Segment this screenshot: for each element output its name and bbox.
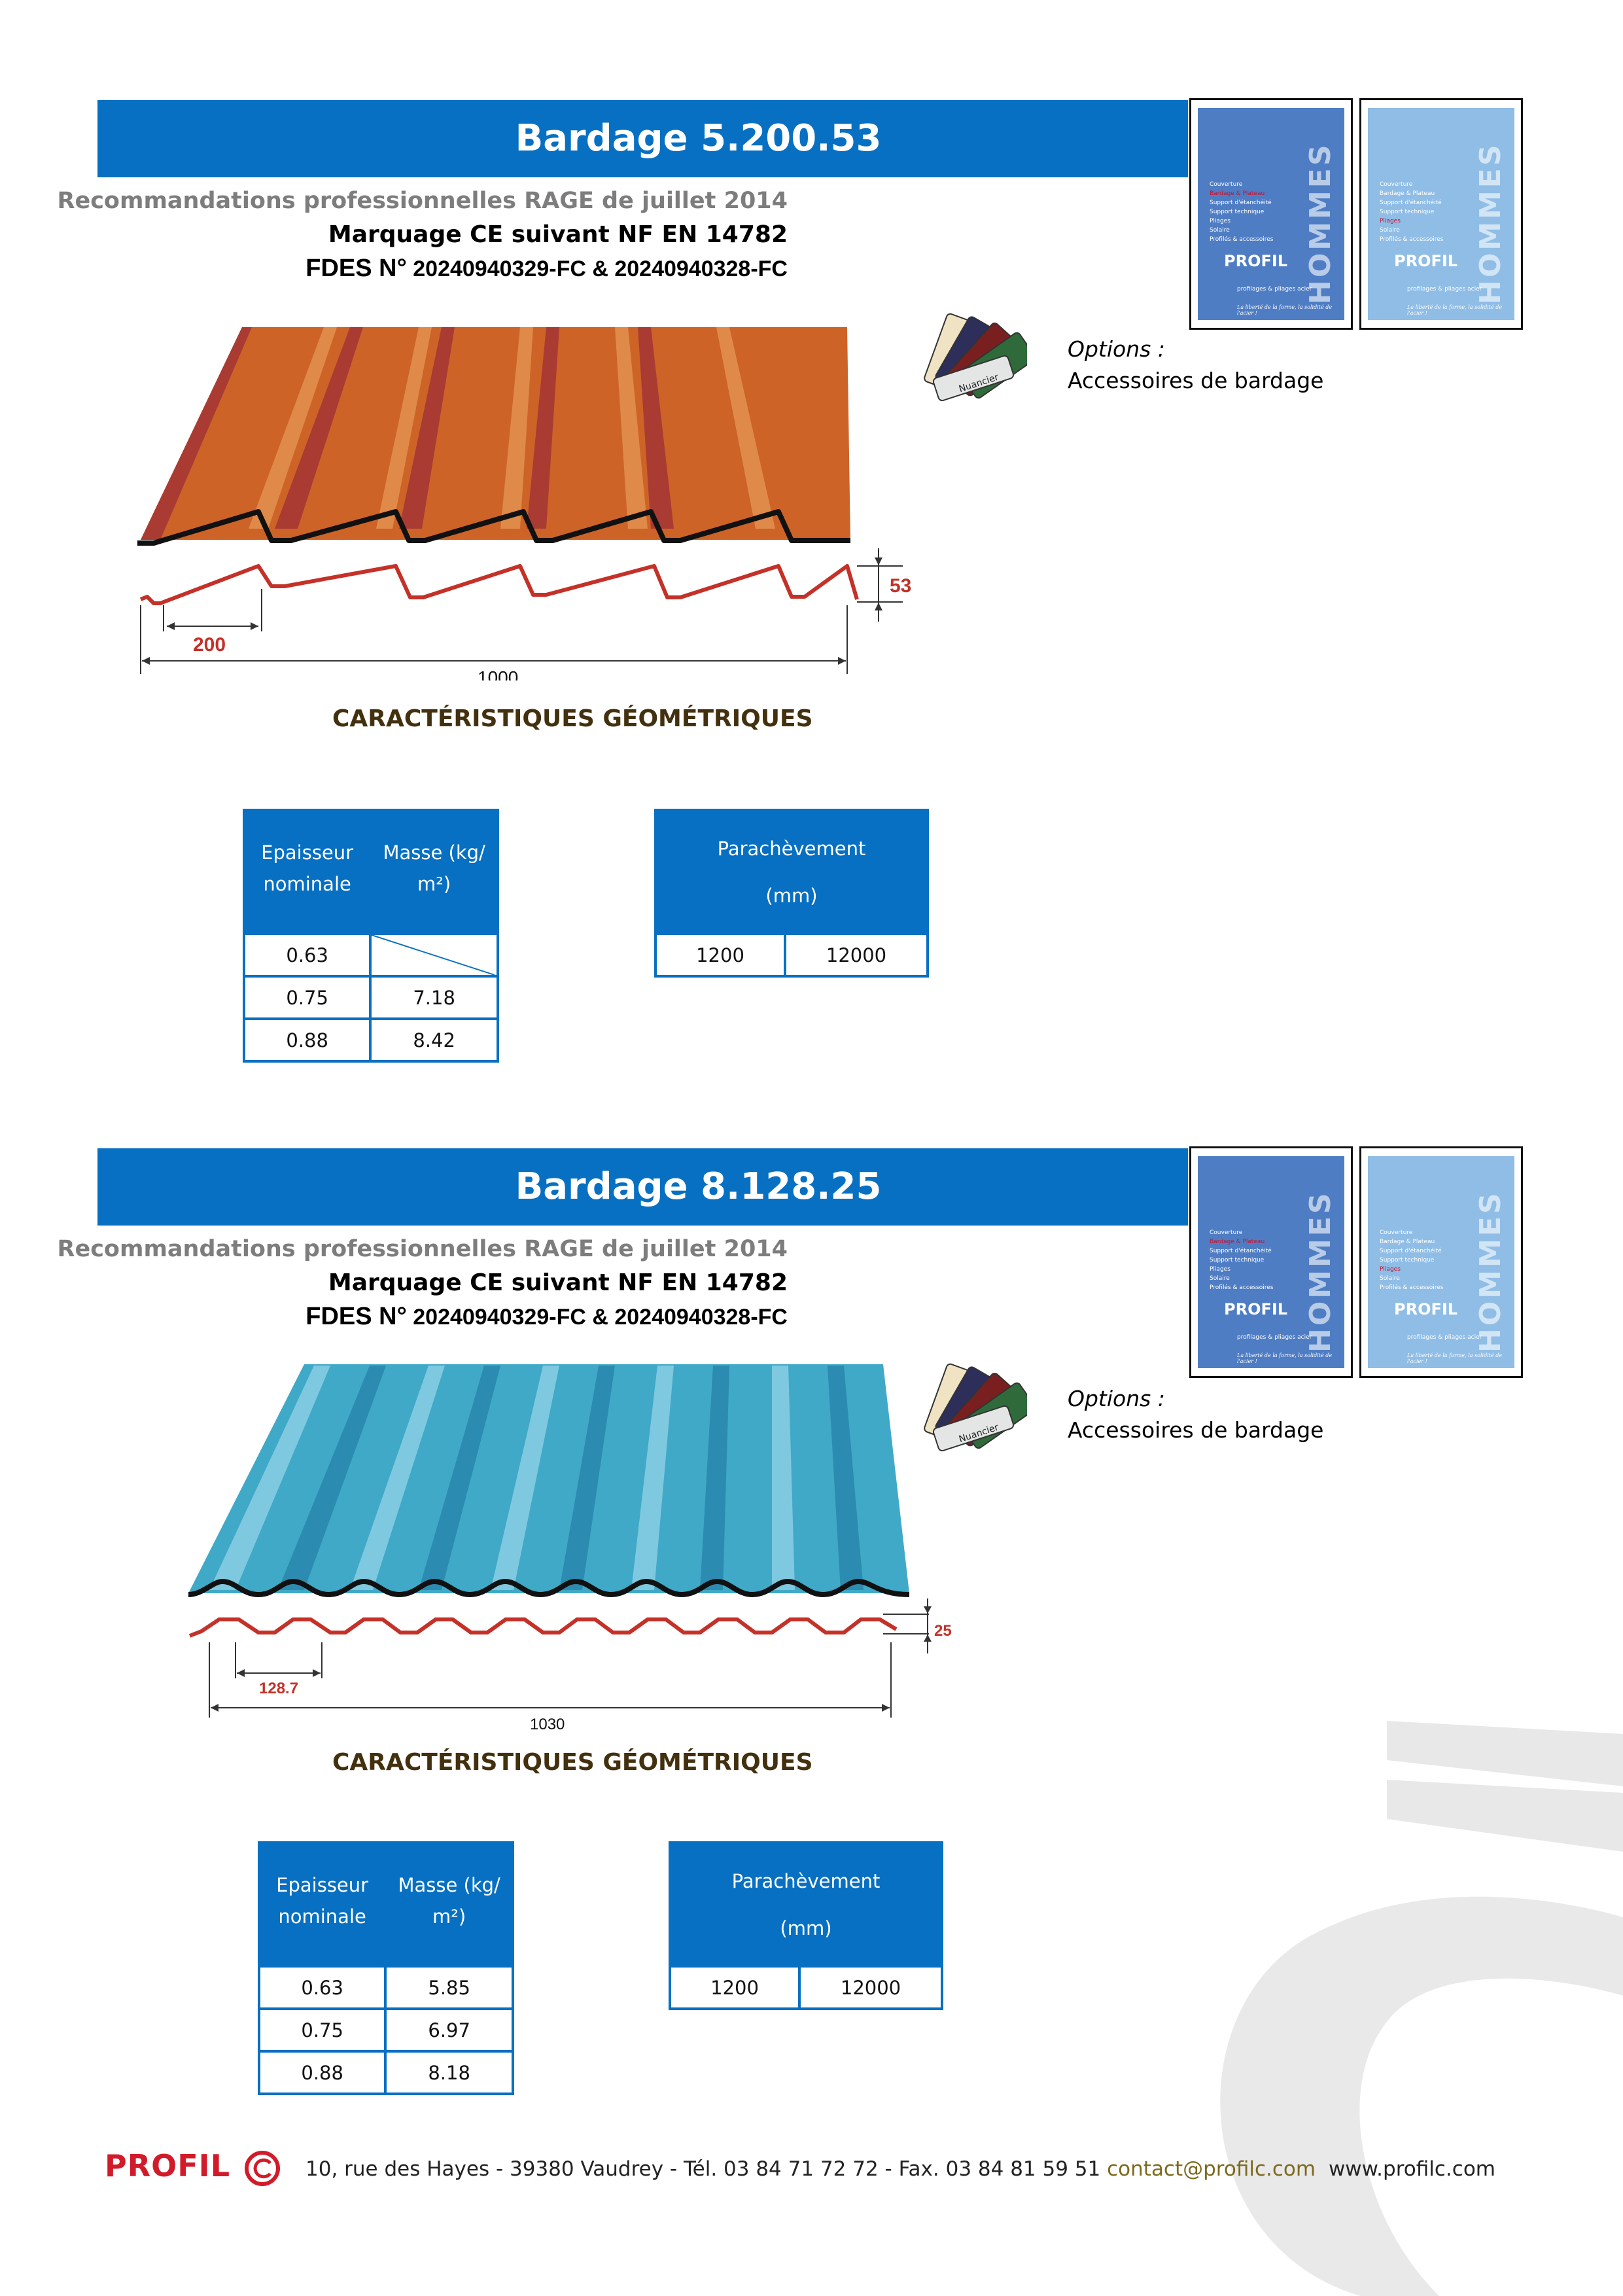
profile-drawing-8-128-25: 25 128.7 1030 (188, 1364, 952, 1731)
table-row: 0.63 (242, 932, 499, 978)
section1-recommandations: Recommandations professionnelles RAGE de… (57, 188, 788, 214)
profile-drawing-5-200-53: 53 200 1000 (137, 327, 911, 680)
nuancier-swatch-icon: Nuancier (924, 313, 1027, 402)
footer-brand-logo: PROFIL (105, 2148, 282, 2188)
watermark-logo (1220, 1721, 1623, 2296)
table-row: 0.63 5.85 (257, 1965, 514, 2010)
table-row: 1200 12000 (668, 1965, 943, 2010)
section2-caracteristiques: CARACTÉRISTIQUES GÉOMÉTRIQUES (332, 1749, 813, 1776)
section1-caracteristiques: CARACTÉRISTIQUES GÉOMÉTRIQUES (332, 705, 813, 732)
width-dimension-label: 1030 (530, 1716, 565, 1731)
height-dimension-label: 25 (934, 1622, 952, 1640)
section2-rule (97, 1224, 1188, 1226)
brochure-light-2: HOMMES Couverture Bardage & Plateau Supp… (1359, 1146, 1523, 1378)
section1-options: Options : Accessoires de bardage (1068, 336, 1324, 393)
section1-spec-table: Epaisseur nominale Masse (kg/ m²) 0.63 0… (242, 809, 499, 1063)
brochure-dark-2: HOMMES Couverture Bardage & Plateau Supp… (1189, 1146, 1353, 1378)
pitch-dimension-label: 128.7 (259, 1680, 298, 1697)
table-row: 0.88 8.18 (257, 2050, 514, 2095)
section2-spec-table: Epaisseur nominale Masse (kg/ m²) 0.63 5… (257, 1841, 514, 2095)
section1-rule (97, 175, 1188, 177)
nuancier-swatch-icon: Nuancier (924, 1363, 1027, 1452)
section1-title: Bardage 5.200.53 (515, 117, 882, 160)
pitch-dimension-label: 200 (193, 634, 226, 656)
section1-parachevement-table: Parachèvement (mm) 1200 12000 (654, 809, 929, 978)
table-row: 0.88 8.42 (242, 1017, 499, 1063)
section2-options: Options : Accessoires de bardage (1068, 1386, 1324, 1443)
brochure-dark-1: HOMMES Couverture Bardage & Plateau Supp… (1189, 98, 1353, 330)
section2-fdes: FDES N° 20240940329-FC & 20240940328-FC (305, 1303, 788, 1330)
height-dimension-label: 53 (890, 575, 911, 597)
empty-cell-diagonal (372, 935, 495, 975)
section1-fdes: FDES N° 20240940329-FC & 20240940328-FC (305, 255, 788, 282)
table-row: 0.75 7.18 (242, 975, 499, 1020)
section1-marquage: Marquage CE suivant NF EN 14782 (328, 221, 788, 248)
table-row: 1200 12000 (654, 932, 929, 978)
footer-contact-line: 10, rue des Hayes - 39380 Vaudrey - Tél.… (305, 2157, 1495, 2181)
section1-title-banner: Bardage 5.200.53 (97, 100, 1188, 177)
footer-address: 10, rue des Hayes - 39380 Vaudrey - Tél.… (305, 2157, 1101, 2181)
section2-title-banner: Bardage 8.128.25 (97, 1148, 1188, 1226)
width-dimension-label: 1000 (478, 667, 518, 680)
footer-email-link[interactable]: contact@profilc.com (1107, 2157, 1316, 2181)
section2-parachevement-table: Parachèvement (mm) 1200 12000 (668, 1841, 943, 2010)
brochure-brand: PROFIL (1224, 252, 1288, 270)
footer-website-link[interactable]: www.profilc.com (1328, 2157, 1495, 2181)
section2-marquage: Marquage CE suivant NF EN 14782 (328, 1269, 788, 1296)
table-row: 0.75 6.97 (257, 2007, 514, 2053)
brochure-light-1: HOMMES Couverture Bardage & Plateau Supp… (1359, 98, 1523, 330)
brochure-vertical-text: HOMMES (1304, 142, 1337, 304)
profilc-c-icon (245, 2150, 281, 2186)
section2-recommandations: Recommandations professionnelles RAGE de… (57, 1236, 788, 1262)
section2-title: Bardage 8.128.25 (515, 1165, 882, 1208)
